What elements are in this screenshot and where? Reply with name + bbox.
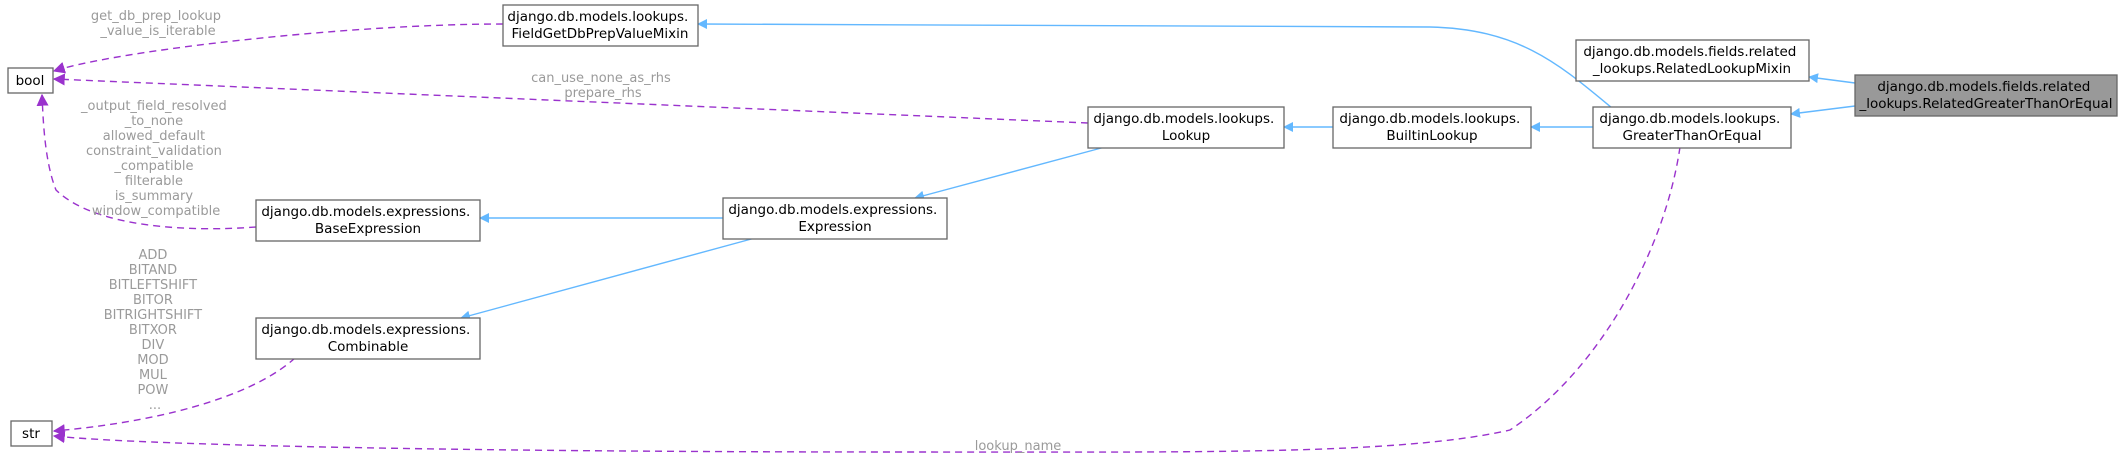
node-related-greater-than-or-equal[interactable]: django.db.models.fields.related _lookups… (1854, 74, 2118, 117)
node-base-expression[interactable]: django.db.models.expressions. BaseExpres… (255, 199, 481, 242)
svg-text:django.db.models.expressions.: django.db.models.expressions. Expression (728, 202, 941, 235)
svg-text:django.db.models.fields.relate: django.db.models.fields.related _lookups… (1858, 79, 2112, 112)
edge-label-combinable-to-str: ADD BITAND BITLEFTSHIFT BITOR BITRIGHTSH… (104, 248, 207, 413)
svg-text:str: str (22, 426, 40, 442)
edge-related-gte-to-greater-than-or-equal (1790, 105, 1856, 118)
edge-base-expression-to-bool (36, 93, 257, 230)
edge-label-base-expression-to-bool: _output_field_resolved _to_none allowed_… (80, 99, 231, 219)
node-related-lookup-mixin[interactable]: django.db.models.fields.related _lookups… (1575, 39, 1810, 82)
node-str[interactable]: str (10, 420, 53, 447)
edge-label-lookup-to-bool: can_use_none_as_rhs prepare_rhs (531, 71, 675, 101)
edge-label-field-get-db-prep-to-bool: get_db_prep_lookup _value_is_iterable (91, 9, 225, 39)
edge-lookup-to-bool (52, 73, 1089, 124)
svg-text:bool: bool (16, 73, 45, 89)
node-lookup[interactable]: django.db.models.lookups. Lookup (1087, 106, 1285, 149)
edge-field-get-db-prep-to-bool (52, 23, 504, 74)
node-combinable[interactable]: django.db.models.expressions. Combinable (255, 317, 481, 360)
svg-text:django.db.models.expressions.: django.db.models.expressions. Combinable (261, 322, 474, 355)
node-field-get-db-prep-value-mixin[interactable]: django.db.models.lookups. FieldGetDbPrep… (502, 4, 699, 47)
edge-greater-than-or-equal-to-field-get-db-prep (697, 19, 1613, 109)
edge-related-gte-to-related-lookup-mixin (1808, 73, 1856, 84)
svg-text:django.db.models.expressions.: django.db.models.expressions. BaseExpres… (261, 204, 474, 237)
svg-text:django.db.models.lookups.: django.db.models.lookups. FieldGetDbPrep… (507, 9, 692, 42)
svg-text:django.db.models.fields.relate: django.db.models.fields.related _lookups… (1583, 44, 1800, 77)
edge-label-greater-than-or-equal-to-str: lookup_name (975, 439, 1062, 454)
svg-text:django.db.models.lookups.: django.db.models.lookups. Lookup (1093, 111, 1278, 144)
edge-lookup-to-expression (914, 146, 1106, 201)
edge-expression-to-combinable (460, 237, 756, 321)
edge-combinable-to-str (52, 357, 296, 437)
svg-text:django.db.models.lookups.: django.db.models.lookups. GreaterThanOrE… (1599, 111, 1784, 144)
node-bool[interactable]: bool (7, 67, 54, 94)
node-builtin-lookup[interactable]: django.db.models.lookups. BuiltinLookup (1332, 106, 1532, 149)
svg-text:django.db.models.lookups.: django.db.models.lookups. BuiltinLookup (1339, 111, 1524, 144)
node-greater-than-or-equal[interactable]: django.db.models.lookups. GreaterThanOrE… (1592, 106, 1792, 149)
node-expression[interactable]: django.db.models.expressions. Expression (722, 197, 948, 240)
edge-greater-than-or-equal-to-str (52, 146, 1681, 453)
